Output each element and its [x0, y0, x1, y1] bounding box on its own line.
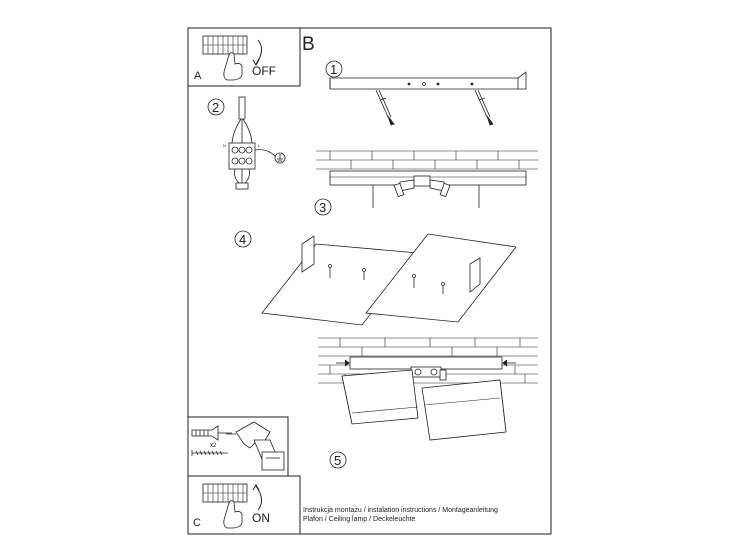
drill-panel: [187, 416, 289, 477]
socket-cluster-icon: [393, 175, 451, 198]
step-4-badge: [234, 230, 252, 248]
panel-b-letter: B: [302, 34, 315, 55]
arrow-left-icon: [336, 359, 350, 367]
terminal-block-icon: [202, 35, 248, 55]
hand-icon: [223, 52, 243, 81]
step-1-number: 1: [330, 62, 337, 77]
ceiling-bricks: [316, 150, 538, 170]
step-2-badge: [207, 98, 225, 116]
step-4-diagram: [234, 230, 517, 326]
power-cable: [238, 96, 246, 120]
step-3-badge: [314, 198, 332, 216]
lamp-glass-right: [421, 379, 507, 441]
footer-caption-line-2: Plafon / Ceiling lamp / Deckeleuchte: [303, 516, 416, 523]
screw-icon: [191, 450, 228, 456]
terminal-block-c-icon: [202, 483, 248, 503]
step-1-badge: [325, 60, 343, 78]
step-3-diagram: [314, 150, 538, 216]
mounting-bar: [329, 71, 527, 90]
on-label: ON: [252, 511, 270, 525]
panel-c-letter: C: [193, 517, 201, 529]
step-5-badge: [329, 451, 347, 469]
off-label: OFF: [252, 64, 276, 78]
wall-plug-icon: [191, 425, 232, 441]
terminal-n-label: N: [223, 143, 226, 148]
drill-icon: [226, 421, 285, 471]
step-5-number: 5: [334, 453, 341, 468]
hand-c-icon: [223, 500, 243, 529]
panel-a: [187, 27, 301, 87]
arrow-right-icon: [502, 359, 516, 367]
wall-plug-left-icon: [375, 89, 395, 126]
bulb-sockets-icon: [410, 366, 447, 381]
step-3-number: 3: [319, 200, 326, 215]
terminal-l-label: L: [258, 143, 261, 148]
step-4-number: 4: [239, 232, 246, 247]
wall-plug-right-icon: [474, 89, 494, 126]
step-2-number: 2: [212, 100, 219, 115]
page-frame: [187, 27, 552, 535]
step-5-diagram: [318, 337, 538, 469]
quantity-label: x2: [210, 443, 217, 449]
footer-caption-line-1: Instrukcja montażu / instalation instruc…: [303, 507, 498, 514]
panel-a-letter: A: [194, 70, 202, 82]
step-1-diagram: [325, 60, 527, 126]
lamp-glass-left: [341, 369, 419, 425]
ground-icon: [274, 152, 286, 164]
panel-c: [187, 475, 301, 535]
step-2-diagram: [207, 96, 286, 190]
glass-panel-right: [365, 233, 517, 323]
